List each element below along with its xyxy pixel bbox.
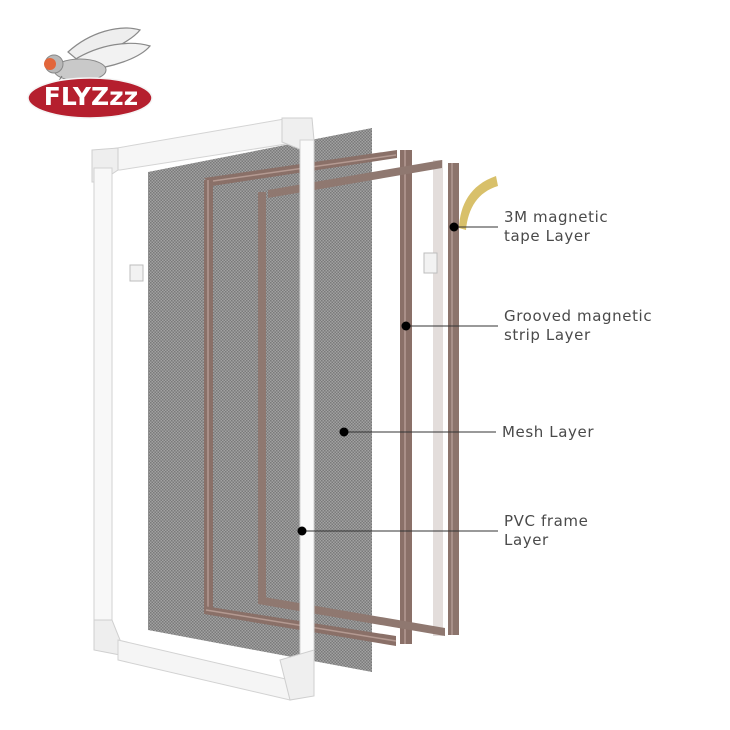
brand-logo xyxy=(27,27,153,119)
callouts xyxy=(297,222,498,536)
callout-dot-tape xyxy=(449,222,459,232)
tape-frame xyxy=(448,163,498,635)
label-mesh-layer: Mesh Layer xyxy=(502,423,595,441)
brand-name: FLYZzz xyxy=(43,82,139,111)
label-tape-layer: 3M magnetic tape Layer xyxy=(504,208,609,245)
grooved-strip-frame xyxy=(204,150,412,646)
label-pvc-layer: PVC frame Layer xyxy=(504,512,589,549)
pvc-frame xyxy=(91,117,313,701)
callout-dot-pvc xyxy=(297,526,307,536)
callout-dot-mesh xyxy=(339,427,349,437)
label-strip-layer: Grooved magnetic strip Layer xyxy=(504,307,653,344)
callout-dot-strip xyxy=(401,321,411,331)
fly-icon xyxy=(44,27,152,93)
